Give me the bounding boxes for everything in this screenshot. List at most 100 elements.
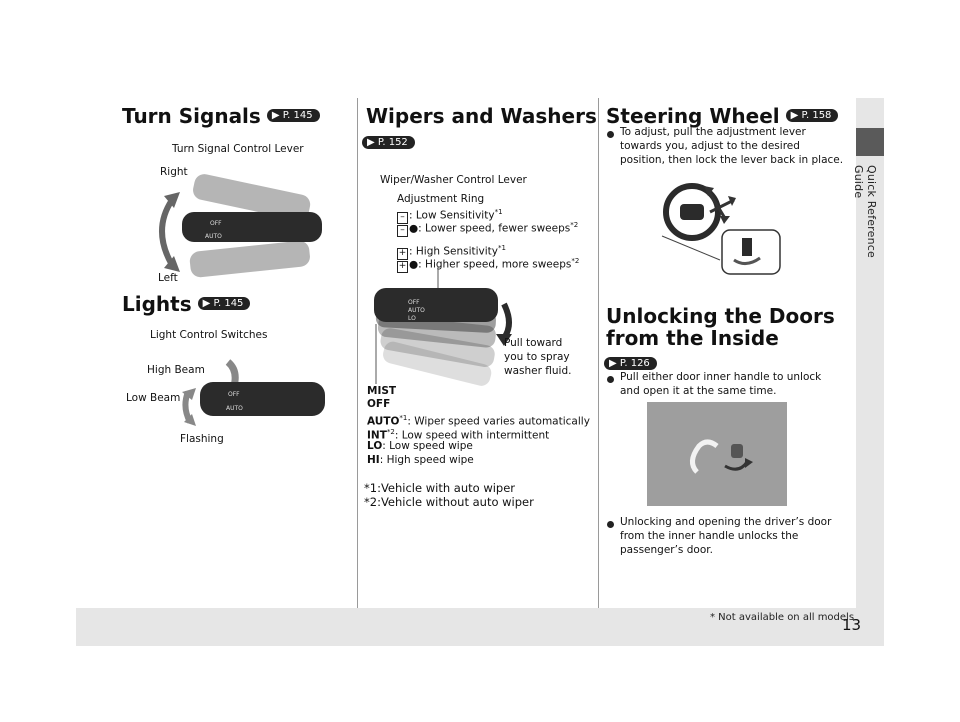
doors-page-ref[interactable]: ▶ P. 126 (604, 357, 657, 370)
flashing-arrowhead (184, 414, 196, 426)
pull-arrow (501, 302, 512, 340)
high-sensitivity-text: : High Sensitivity (409, 245, 499, 258)
light-switches-label: Light Control Switches (150, 329, 268, 341)
higher-speed-text: : Higher speed, more sweeps (418, 258, 572, 271)
light-lever-text-off: OFF (228, 391, 240, 398)
pull-toward-line-1: Pull toward (504, 337, 563, 349)
turn-right-label: Right (160, 166, 188, 178)
auto-line: AUTO*1: Wiper speed varies automatically (367, 412, 590, 429)
doors-bullet-icon-1 (607, 376, 614, 383)
turn-arc-arrowhead-up (164, 192, 180, 208)
higher-speed-line: +●: Higher speed, more sweeps*2 (397, 255, 579, 273)
wipers-page-ref[interactable]: ▶ P. 152 (362, 136, 415, 149)
lever-body (182, 212, 322, 242)
lower-speed-line: –●: Lower speed, fewer sweeps*2 (397, 219, 578, 237)
doors-bullet-icon-2 (607, 521, 614, 528)
flashing-label: Flashing (180, 433, 224, 445)
lights-ref-text: P. 145 (213, 298, 244, 309)
lower-speed-sup: *2 (570, 221, 579, 229)
door-handle-grip (731, 444, 743, 458)
minus-box-icon-2: – (397, 224, 408, 237)
turn-signals-ref-text: P. 145 (282, 110, 313, 121)
doors-bullet1-line-2: and open it at the same time. (620, 385, 777, 397)
high-beam-label: High Beam (147, 364, 205, 376)
off-label: OFF (367, 398, 391, 410)
column-divider-1 (357, 98, 358, 608)
lights-heading: Lights ▶ P. 145 (122, 292, 251, 316)
wiper-lever-label: Wiper/Washer Control Lever (380, 174, 527, 186)
steering-text-1: To adjust, pull the adjustment lever (620, 126, 806, 138)
auto-term: AUTO (367, 415, 400, 428)
doors-bullet2-line-2: from the inner handle unlocks the (620, 530, 799, 542)
inset-callout-line (661, 235, 721, 261)
turn-signal-lever-illustration: OFF AUTO (159, 174, 322, 278)
turn-signals-title: Turn Signals (122, 104, 261, 128)
lever-text-auto: AUTO (205, 233, 222, 240)
tilt-arrowhead-up (704, 186, 714, 196)
int-sup: *2 (386, 428, 395, 436)
pull-toward-line-3: washer fluid. (504, 365, 572, 377)
int-line: INT*2: Low speed with intermittent (367, 426, 549, 443)
adjustment-lever-icon (742, 238, 752, 256)
droplet-icon: ● (409, 222, 419, 235)
turn-arc-arrowhead-down (164, 256, 180, 272)
doors-ref-row: ▶ P. 126 (604, 352, 657, 376)
lever-release-arrow (733, 256, 761, 265)
telescope-arrowhead (728, 196, 736, 206)
turn-left-label: Left (158, 272, 178, 284)
steering-heading: Steering Wheel▶ P. 158 (606, 104, 839, 128)
doors-bullet1-line-1: Pull either door inner handle to unlock (620, 371, 822, 383)
side-tab-marker (856, 128, 884, 156)
steering-page-ref[interactable]: ▶ P. 158 (785, 109, 839, 122)
pull-toward-line-2: you to spray (504, 351, 570, 363)
low-sensitivity-text: : Low Sensitivity (409, 209, 495, 222)
turn-signals-page-ref[interactable]: ▶ P. 145 (266, 109, 320, 122)
low-beam-label: Low Beam (126, 392, 181, 404)
higher-speed-sup: *2 (571, 257, 580, 265)
turn-arc-arrow (159, 198, 175, 267)
wiper-ghost-4 (383, 341, 492, 386)
doors-heading-line-1: Unlocking the Doors (606, 304, 835, 328)
doors-heading-line-2: from the Inside (606, 326, 779, 350)
steering-text-2: towards you, adjust to the desired (620, 140, 800, 152)
steering-wheel-illustration (661, 183, 781, 275)
wiper-lever-text-auto: AUTO (408, 307, 425, 314)
lever-text-off: OFF (210, 220, 222, 227)
steering-ref-text: P. 158 (801, 110, 832, 121)
light-lever-body (200, 382, 325, 416)
wiper-lever-body (374, 288, 498, 322)
pull-handle-arrowhead (745, 458, 753, 468)
wipers-ref-row: ▶ P. 152 (362, 131, 415, 155)
pull-arrowhead (496, 334, 512, 346)
side-tab (856, 98, 884, 608)
doors-bullet2-line-3: passenger’s door. (620, 544, 713, 556)
wiper-lever-illustration: OFF AUTO LO (374, 266, 512, 386)
hi-line: HI: High speed wipe (367, 454, 474, 468)
hi-term: HI (367, 454, 380, 466)
int-term: INT (367, 429, 387, 442)
steering-bullet-icon (607, 131, 614, 138)
lever-ghost-down (189, 240, 310, 278)
column-divider-2 (598, 98, 599, 608)
wipers-heading: Wipers and Washers (366, 104, 597, 128)
lights-page-ref[interactable]: ▶ P. 145 (197, 297, 251, 310)
wipers-ref-text: P. 152 (377, 137, 408, 148)
mist-label: MIST (367, 385, 397, 397)
turn-signals-heading: Turn Signals ▶ P. 145 (122, 104, 320, 128)
lights-title: Lights (122, 292, 192, 316)
footer-band (76, 608, 884, 646)
light-lever-illustration: OFF AUTO (182, 359, 325, 426)
wiper-ghost-3 (380, 328, 495, 368)
footer-note: * Not available on all models (710, 612, 855, 623)
telescope-arrow-line (709, 198, 735, 214)
page-background (76, 98, 884, 646)
auto-sup: *1 (399, 414, 408, 422)
lever-ghost-up (193, 174, 311, 221)
wiper-lever-text-lo: LO (408, 315, 416, 322)
wiper-ghost-2 (377, 315, 496, 348)
plus-box-icon-2: + (397, 260, 408, 273)
high-sensitivity-line: +: High Sensitivity*1 (397, 242, 506, 260)
door-handle-drawing (690, 439, 753, 474)
side-tab-label: Quick Reference Guide (852, 165, 878, 258)
wiper-lever-text-off: OFF (408, 299, 420, 306)
